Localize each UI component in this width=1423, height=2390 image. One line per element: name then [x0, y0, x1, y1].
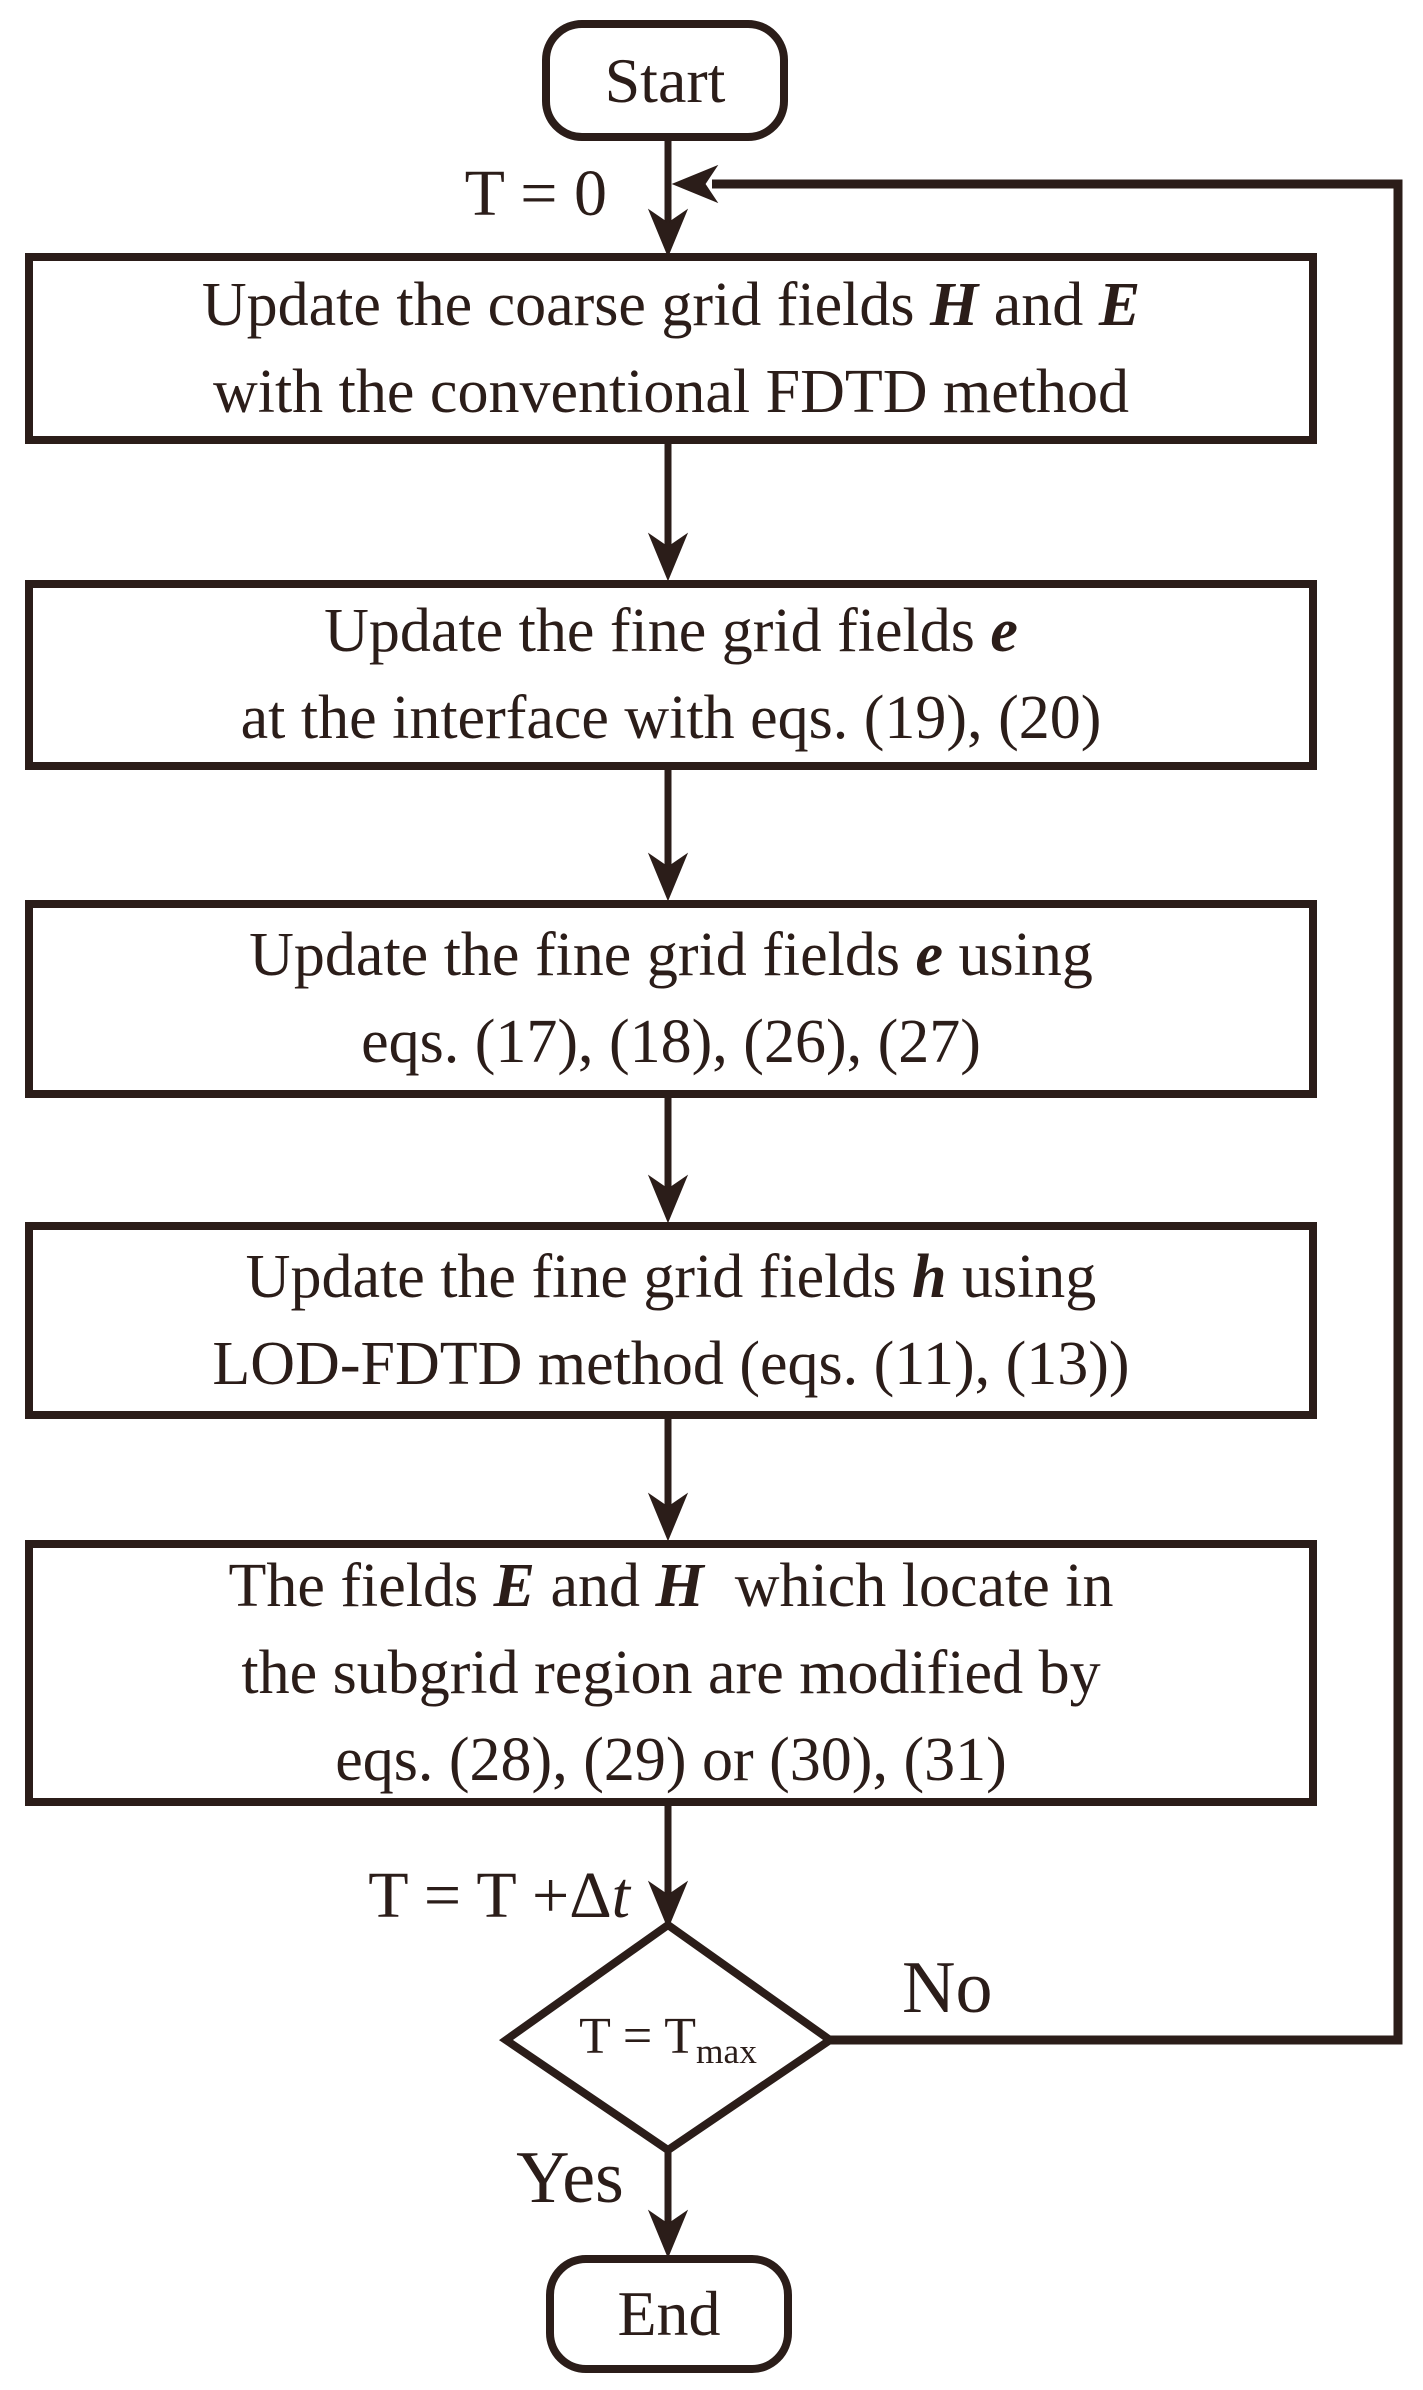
no-branch-label: No — [902, 1947, 993, 2029]
step-line: at the interface with eqs. (19), (20) — [240, 684, 1102, 752]
end-node: End — [546, 2255, 792, 2373]
step-line: Update the fine grid fields h using — [245, 1242, 1097, 1311]
arrowhead-end — [647, 2209, 689, 2259]
step-line: with the conventional FDTD method — [212, 357, 1130, 426]
step-line: The fields E and H which locate in — [228, 1551, 1114, 1620]
decision-label: T = Tmax — [579, 2008, 757, 2071]
end-label: End — [617, 2278, 721, 2349]
no-loop-path — [712, 179, 1403, 2045]
step-update-fine-e: Update the fine grid fields e using eqs.… — [25, 900, 1317, 1098]
step-line: eqs. (28), (29) or (30), (31) — [335, 1725, 1007, 1794]
step-line: eqs. (17), (18), (26), (27) — [361, 1008, 981, 1076]
step-modify-subgrid-fields: The fields E and H which locate in the s… — [25, 1540, 1317, 1806]
step-update-coarse-grid: Update the coarse grid fields H and E wi… — [25, 253, 1317, 444]
arrowhead-step3 — [647, 852, 689, 902]
step-update-fine-e-interface: Update the fine grid fields e at the int… — [25, 580, 1317, 770]
arrowhead-step1 — [647, 208, 689, 258]
step-line: the subgrid region are modified by — [241, 1638, 1101, 1707]
step-line: Update the fine grid fields e using — [249, 921, 1093, 989]
yes-branch-label: Yes — [516, 2137, 624, 2219]
step-line: Update the coarse grid fields H and E — [201, 270, 1141, 339]
start-label: Start — [604, 44, 726, 116]
step-line: LOD-FDTD method (eqs. (11), (13)) — [212, 1329, 1130, 1398]
step-line: Update the fine grid fields e — [324, 597, 1018, 665]
start-node: Start — [542, 20, 788, 141]
init-label: T = 0 — [464, 157, 607, 230]
arrowhead-step4 — [647, 1174, 689, 1224]
arrowhead-step5 — [647, 1492, 689, 1542]
increment-label: T = T +Δt — [368, 1859, 630, 1932]
loop-arrowhead-left — [671, 164, 719, 204]
arrowhead-step2 — [647, 532, 689, 582]
arrowhead-decision — [647, 1880, 689, 1930]
step-update-fine-h: Update the fine grid fields h using LOD-… — [25, 1222, 1317, 1419]
